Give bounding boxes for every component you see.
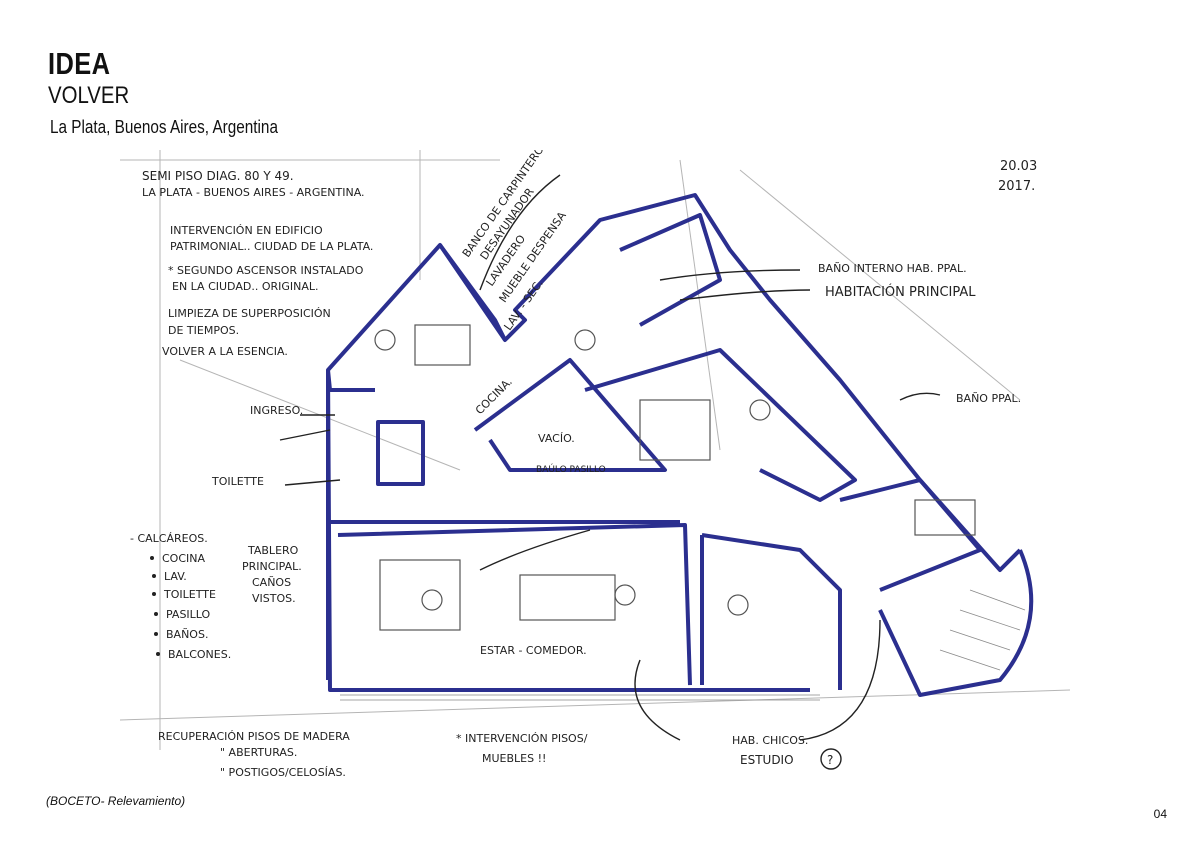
- label-tablero: PRINCIPAL.: [242, 560, 302, 573]
- label-cocina: COCINA.: [473, 375, 515, 417]
- label-habitacion: HABITACIÓN PRINCIPAL: [825, 284, 976, 300]
- question-circle: [820, 748, 842, 770]
- label-bano-interno: BAÑO INTERNO HAB. PPAL.: [818, 262, 967, 275]
- label-toilette: TOILETTE: [211, 475, 264, 488]
- label-tablero: VISTOS.: [252, 592, 296, 605]
- note-line: PATRIMONIAL.. CIUDAD DE LA PLATA.: [170, 240, 373, 253]
- bottom-note: " POSTIGOS/CELOSÍAS.: [220, 766, 346, 779]
- sketch-heading-line1: SEMI PISO DIAG. 80 Y 49.: [142, 169, 294, 183]
- kitchen-list: BANCO DE CARPINTERO DESAYUNADOR LAVADERO…: [460, 150, 569, 333]
- bottom-note: RECUPERACIÓN PISOS DE MADERA: [158, 730, 350, 743]
- floor-plan-sketch: SEMI PISO DIAG. 80 Y 49. LA PLATA - BUEN…: [120, 150, 1070, 779]
- note-line: INTERVENCIÓN EN EDIFICIO: [170, 224, 323, 237]
- furniture: [374, 324, 976, 631]
- hatching: [340, 589, 1026, 701]
- note-line: EN LA CIUDAD.. ORIGINAL.: [172, 280, 319, 293]
- note-line: * SEGUNDO ASCENSOR INSTALADO: [168, 264, 364, 277]
- location-text: La Plata, Buenos Aires, Argentina: [50, 117, 278, 137]
- sketch-date-line2: 2017.: [998, 179, 1035, 194]
- label-baulo: BAÚLO PASILLO: [536, 463, 606, 475]
- note-line: VOLVER A LA ESENCIA.: [162, 345, 288, 358]
- label-bano-ppal: BAÑO PPAL.: [956, 392, 1021, 405]
- calcareos-item: PASILLO: [166, 608, 211, 621]
- bottom-note: * INTERVENCIÓN PISOS/: [456, 732, 588, 745]
- calcareos-item: LAV.: [164, 570, 187, 583]
- bottom-note: MUEBLES !!: [482, 752, 546, 765]
- label-ingreso: INGRESO.: [250, 404, 303, 417]
- construction-lines: [120, 150, 1070, 750]
- label-tablero: CAÑOS: [252, 576, 291, 589]
- label-hab-chicos: HAB. CHICOS.: [732, 734, 808, 747]
- page-number: 04: [1153, 807, 1167, 821]
- label-estudio-question: ?: [827, 753, 833, 767]
- calcareos-title: - CALCÁREOS.: [130, 532, 208, 545]
- label-tablero: TABLERO: [247, 544, 299, 557]
- page-subtitle: VOLVER: [48, 82, 130, 109]
- calcareos-item: BALCONES.: [168, 648, 231, 661]
- calcareos-item: TOILETTE: [163, 588, 216, 601]
- calcareos-list: COCINA LAV. TOILETTE PASILLO BAÑOS. BALC…: [150, 552, 231, 661]
- note-line: DE TIEMPOS.: [168, 324, 239, 337]
- calcareos-item: BAÑOS.: [166, 628, 208, 641]
- calcareos-item: COCINA: [162, 552, 205, 565]
- label-estar-comedor: ESTAR - COMEDOR.: [480, 644, 587, 657]
- label-vacio: VACÍO.: [538, 432, 575, 445]
- label-estudio: ESTUDIO: [740, 753, 794, 767]
- sketch-date-line1: 20.03: [1000, 159, 1037, 174]
- note-line: LIMPIEZA DE SUPERPOSICIÓN: [168, 307, 331, 320]
- sketch-heading-line2: LA PLATA - BUENOS AIRES - ARGENTINA.: [142, 186, 365, 199]
- figure-caption: (BOCETO- Relevamiento): [46, 794, 186, 808]
- walls: [326, 193, 1034, 697]
- leader-lines: [279, 174, 941, 741]
- page-title: IDEA: [48, 46, 111, 81]
- bottom-note: " ABERTURAS.: [220, 746, 297, 759]
